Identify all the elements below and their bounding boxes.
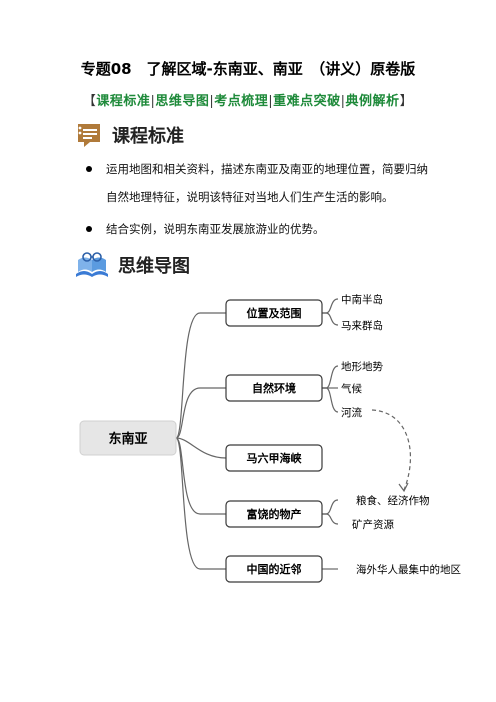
nav-separator: | [340, 94, 346, 109]
leaf-label: 矿产资源 [352, 518, 394, 531]
books-icon [76, 252, 108, 277]
bullet-text: 结合实例，说明东南亚发展旅游业的优势。 [106, 222, 325, 236]
branch-label: 自然环境 [252, 381, 296, 395]
branch-label: 位置及范围 [247, 306, 302, 320]
connector-line [175, 387, 226, 439]
page-title: 专题08 了解区域-东南亚、南亚 （讲义）原卷版 [80, 60, 416, 78]
nav-item-points[interactable]: 考点梳理 [214, 94, 269, 109]
bullet-text-continued: 自然地理特征，说明该特征对当地人们生产生活的影响。 [106, 190, 394, 204]
connector-line [175, 437, 227, 459]
connector-line [322, 499, 339, 515]
section-title: 思维导图 [118, 256, 190, 277]
connector-line [175, 312, 226, 439]
leaf-label: 地形地势 [341, 360, 383, 373]
connector-line [322, 298, 339, 314]
section-heading-standards: 课程标准 [74, 118, 184, 152]
branch-node [225, 299, 323, 327]
nav-item-difficulties[interactable]: 重难点突破 [273, 94, 341, 109]
root-label: 东南亚 [108, 431, 147, 447]
bullet-dot [86, 226, 92, 232]
dashed-arrow [371, 409, 411, 491]
connector-line [175, 437, 226, 570]
nav-separator: | [268, 94, 274, 109]
branch-node [225, 444, 323, 472]
connector-line [322, 312, 339, 326]
nav-open-bracket: 【 [82, 94, 97, 109]
section-title: 课程标准 [112, 126, 184, 147]
section-heading-mindmap: 思维导图 [74, 248, 190, 282]
nav-close-bracket: 】 [399, 94, 414, 109]
connector-line [322, 365, 339, 389]
section-nav: 【课程标准|思维导图|考点梳理|重难点突破|典例解析】 [0, 90, 496, 109]
document-icon [78, 124, 100, 147]
nav-separator: | [150, 94, 156, 109]
branch-label: 富饶的物产 [247, 507, 302, 521]
connector-line [322, 387, 339, 413]
bullet-dot [86, 166, 92, 172]
branch-node [225, 500, 323, 528]
nav-item-examples[interactable]: 典例解析 [345, 94, 400, 109]
arrow-head [398, 482, 409, 493]
leaf-label: 气候 [341, 382, 362, 395]
branch-node [225, 555, 323, 583]
bullet-text: 运用地图和相关资料，描述东南亚及南亚的地理位置，简要归纳 [106, 162, 428, 176]
branch-node [225, 374, 323, 402]
bullet-item: 结合实例，说明东南亚发展旅游业的优势。 [86, 220, 325, 238]
connector-line [322, 513, 339, 525]
nav-separator: | [209, 94, 215, 109]
branch-label: 中国的近邻 [247, 562, 302, 576]
leaf-label: 粮食、经济作物 [356, 494, 430, 507]
leaf-label: 河流 [341, 406, 362, 419]
branch-label: 马六甲海峡 [247, 451, 303, 465]
leaf-label: 海外华人最集中的地区 [356, 563, 461, 576]
nav-item-standards[interactable]: 课程标准 [96, 94, 151, 109]
leaf-label: 马来群岛 [341, 319, 383, 332]
nav-item-mindmap[interactable]: 思维导图 [155, 94, 210, 109]
leaf-label: 中南半岛 [341, 293, 383, 306]
root-node [79, 420, 177, 456]
bullet-item: 运用地图和相关资料，描述东南亚及南亚的地理位置，简要归纳 自然地理特征，说明该特… [86, 160, 428, 206]
